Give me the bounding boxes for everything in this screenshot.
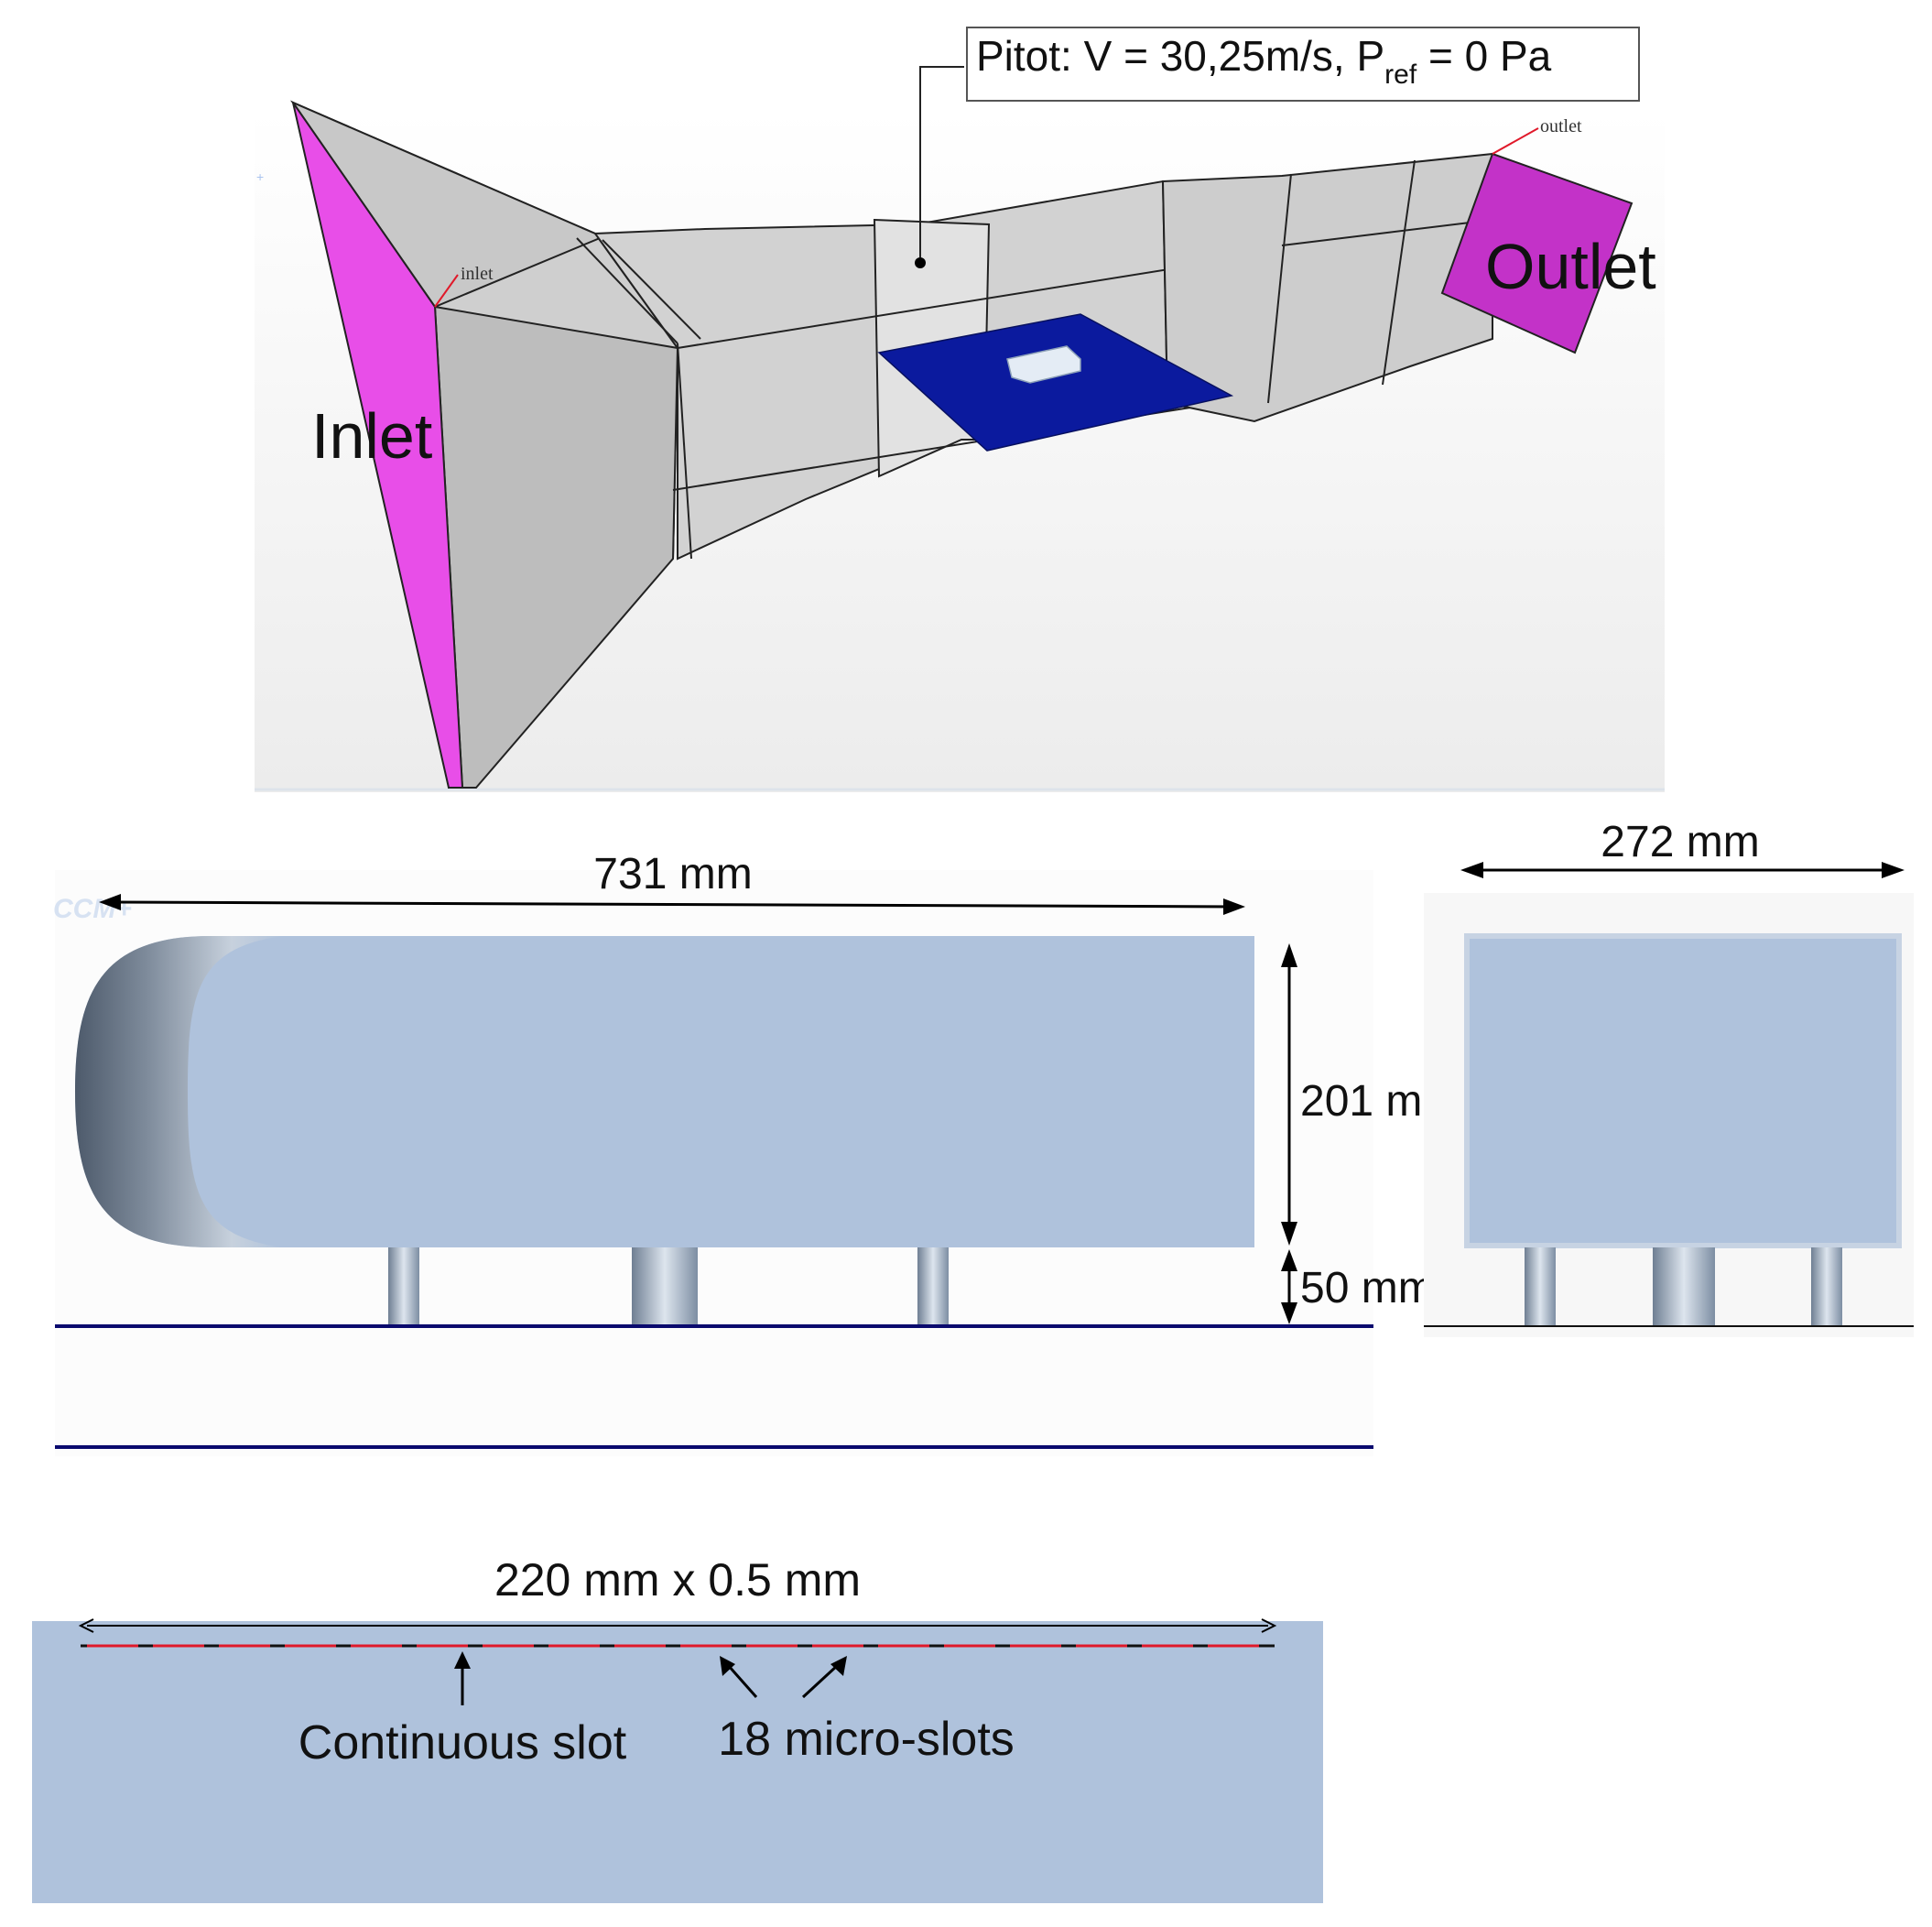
model-body-side bbox=[75, 936, 1254, 1247]
slot-dimension-label: 220 mm x 0.5 mm bbox=[494, 1554, 861, 1606]
strut-rear bbox=[917, 1247, 949, 1326]
micro-slot-arrowhead-right bbox=[830, 1656, 847, 1676]
micro-slot-arrow-right bbox=[801, 1663, 840, 1699]
clearance-arrow-top bbox=[1281, 1249, 1297, 1271]
test-section-frame-3 bbox=[677, 343, 692, 560]
diffuser-edge bbox=[1281, 219, 1493, 246]
length-dimension-line bbox=[107, 900, 1237, 909]
continuous-slot-arrowhead bbox=[454, 1651, 471, 1669]
rear-view: 272 mm bbox=[1424, 818, 1914, 1337]
model-nose bbox=[75, 936, 284, 1247]
slot-dim-arrow-right bbox=[1261, 1618, 1277, 1633]
diffuser-frame-2 bbox=[1382, 159, 1416, 386]
clearance-arrow-bottom bbox=[1281, 1302, 1297, 1324]
height-arrow-bottom bbox=[1281, 1222, 1297, 1246]
model-body-3d bbox=[1006, 345, 1081, 384]
clearance-label: 50 mm bbox=[1300, 1264, 1435, 1312]
viewport-axis-marker: + bbox=[256, 169, 264, 184]
tunnel-3d-view: + Pitot: V = 30,25m/s, Pref = 0 Pa inlet bbox=[255, 27, 1665, 792]
test-section-frame-1 bbox=[576, 237, 678, 344]
slot-panel-body bbox=[32, 1621, 1323, 1903]
outlet-face bbox=[1440, 152, 1634, 354]
diffuser-frame-1 bbox=[1267, 173, 1292, 404]
outlet-tag-leader bbox=[1492, 127, 1539, 155]
strut-middle bbox=[632, 1247, 698, 1326]
width-label: 272 mm bbox=[1601, 818, 1759, 866]
rear-strut-middle bbox=[1653, 1247, 1715, 1326]
slot-detail-view: 220 mm x 0.5 mm Continuous slot 18 micro… bbox=[32, 1554, 1323, 1903]
length-arrow-left bbox=[99, 894, 121, 910]
inlet-tag-leader bbox=[434, 274, 459, 308]
pitot-callout-box bbox=[966, 27, 1640, 102]
side-view: CCM+ 731 mm 201 mm 50 mm bbox=[53, 850, 1459, 1456]
rear-strut-right bbox=[1811, 1247, 1842, 1326]
slot-dim-arrow-left bbox=[78, 1618, 94, 1633]
outlet-tag: outlet bbox=[1540, 116, 1582, 136]
pitot-label: Pitot: V = 30,25m/s, Pref = 0 Pa bbox=[976, 32, 1552, 90]
pitot-leader-line bbox=[919, 66, 964, 257]
test-section-frame-2 bbox=[602, 239, 701, 340]
pitot-probe-point bbox=[915, 257, 926, 268]
model-body-rear bbox=[1464, 933, 1902, 1248]
length-arrow-right bbox=[1223, 898, 1245, 915]
height-arrow-top bbox=[1281, 943, 1297, 967]
micro-slot-arrow-left bbox=[726, 1664, 758, 1698]
length-label: 731 mm bbox=[593, 850, 752, 898]
inlet-face bbox=[292, 102, 464, 789]
micro-slot-arrowhead-left bbox=[720, 1656, 735, 1676]
micro-slots-label: 18 micro-slots bbox=[718, 1713, 1015, 1766]
outlet-label: Outlet bbox=[1485, 231, 1656, 302]
width-arrow-right bbox=[1882, 862, 1905, 878]
inlet-tag: inlet bbox=[461, 264, 494, 284]
continuous-slot-label: Continuous slot bbox=[298, 1716, 627, 1769]
strut-front bbox=[388, 1247, 419, 1326]
inlet-label: Inlet bbox=[311, 400, 432, 472]
ground-plate bbox=[877, 313, 1234, 452]
width-arrow-left bbox=[1460, 862, 1483, 878]
rear-strut-left bbox=[1525, 1247, 1556, 1326]
